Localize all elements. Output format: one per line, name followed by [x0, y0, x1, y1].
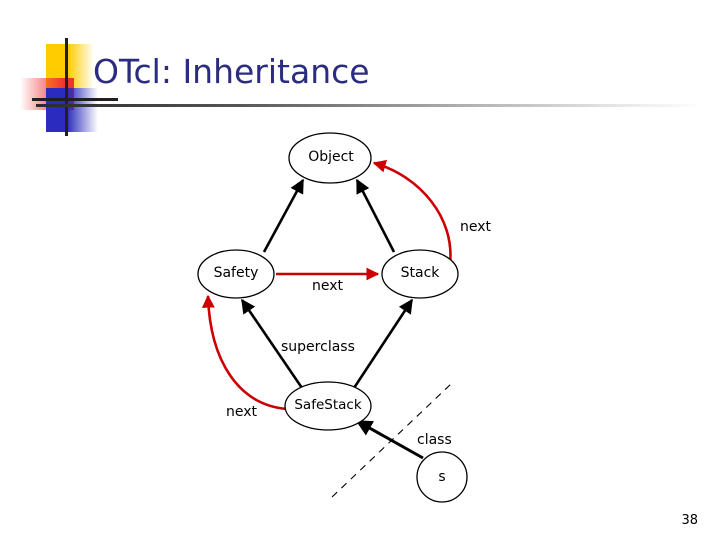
node-label-s: s	[438, 469, 446, 485]
logo-horizontal-bar	[32, 98, 118, 101]
edge-label-next-top-right: next	[460, 219, 492, 235]
edge-safestack-next-safety	[201, 294, 288, 411]
edge-safestack-to-stack	[352, 298, 414, 389]
edge-label-superclass: superclass	[281, 339, 355, 355]
node-label-object: Object	[308, 149, 354, 165]
edge-stack-next-object	[372, 159, 452, 265]
slide-decoration-logo	[18, 38, 118, 136]
title-underline-rule	[36, 104, 702, 107]
edge-safety-to-object	[262, 178, 305, 253]
edge-s-to-safestack	[355, 419, 424, 460]
edge-stack-to-object	[355, 178, 396, 253]
node-label-safety: Safety	[213, 265, 259, 281]
logo-vertical-bar	[65, 38, 68, 136]
edge-label-class: class	[417, 432, 452, 448]
node-label-stack: Stack	[400, 265, 440, 281]
edge-label-next-middle: next	[312, 278, 344, 294]
logo-blue-square	[46, 88, 98, 132]
node-label-safestack: SafeStack	[294, 397, 362, 413]
page-number: 38	[681, 513, 698, 528]
edge-label-next-left: next	[226, 404, 258, 420]
slide-title: OTcl: Inheritance	[93, 52, 370, 91]
